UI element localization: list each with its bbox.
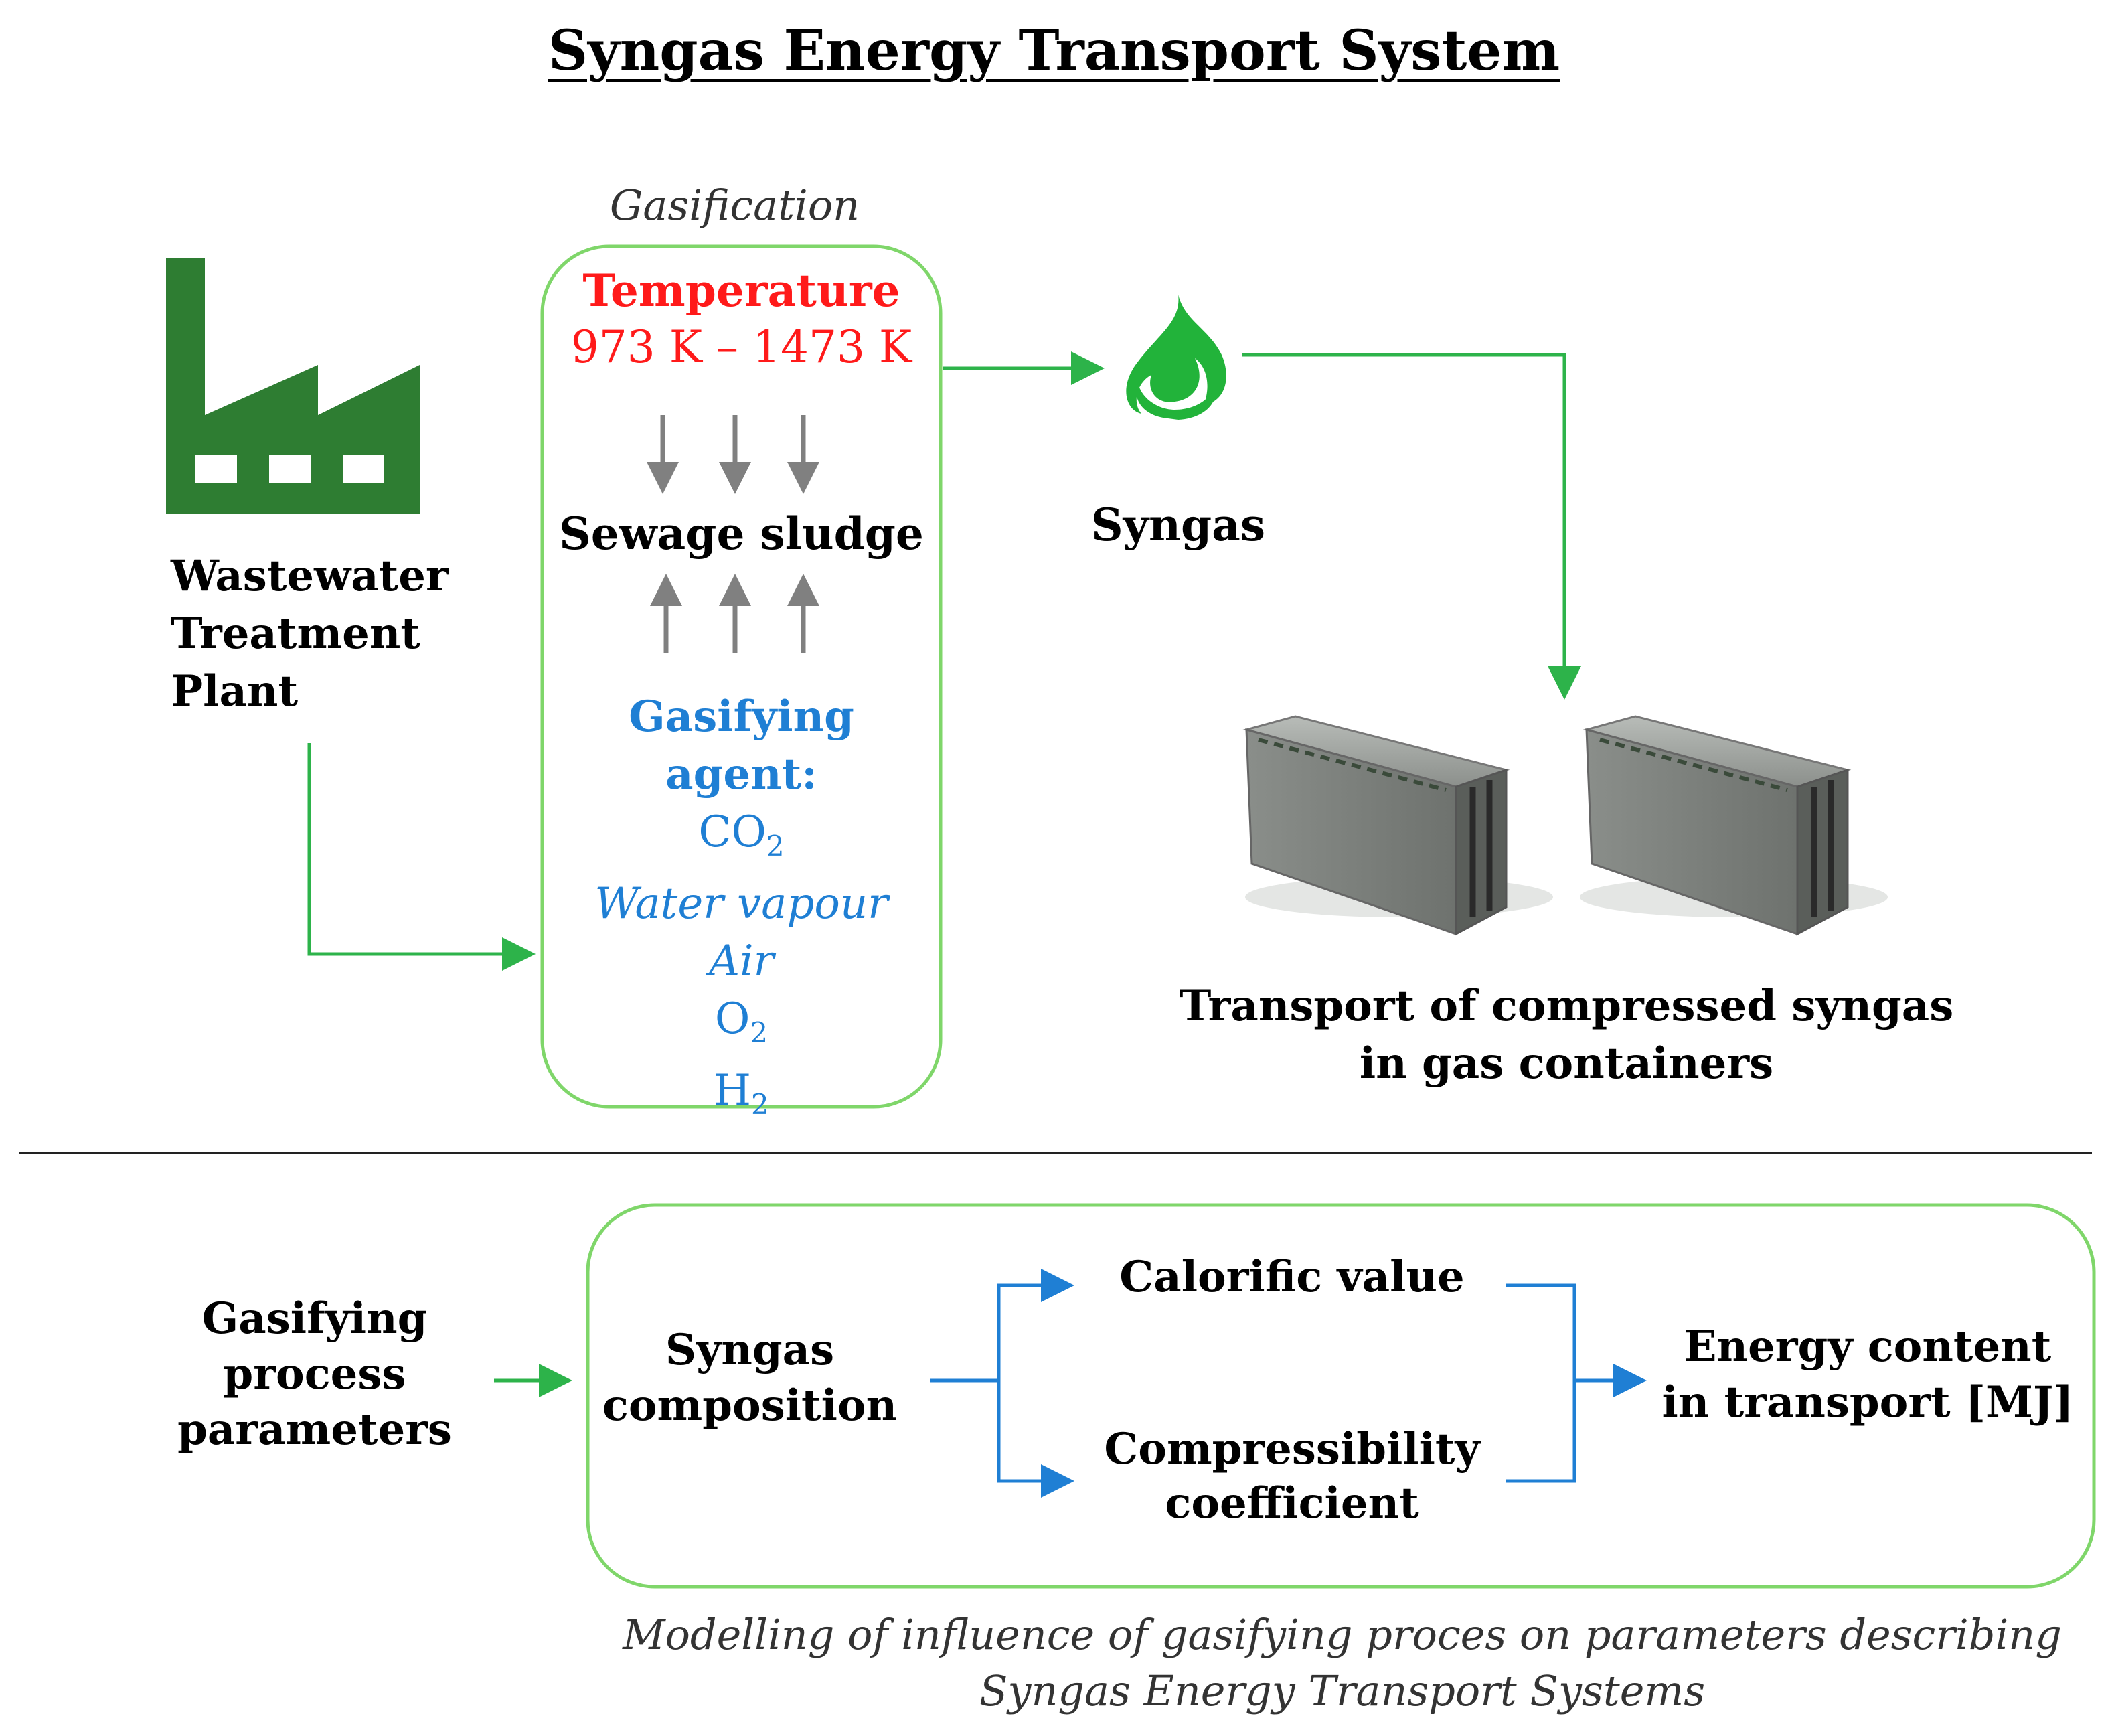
plant-label-line: Wastewater [171, 551, 449, 601]
composition-label: Syngas composition [589, 1322, 910, 1433]
agent-list: CO2 Water vapour Air O2 H2 [542, 803, 941, 1133]
syngas-to-transport-arrow [1242, 353, 1581, 700]
temperature-label: Temperature [582, 264, 900, 317]
compress-label: Compressibility coefficient [1071, 1423, 1513, 1530]
gas-container-icon [1242, 715, 1553, 936]
sludge-label: Sewage sludge [559, 507, 924, 560]
energy-label: Energy content in transport [MJ] [1647, 1319, 2089, 1430]
agent-item-o2: O2 [714, 994, 768, 1049]
plant-label-line: Plant [171, 665, 298, 716]
transport-label-line: in gas containers [1359, 1038, 1774, 1089]
params-label-line: process [223, 1349, 406, 1400]
agent-item-water-vapour: Water vapour [594, 878, 888, 929]
flame-icon [1126, 295, 1226, 420]
compress-label-line: coefficient [1165, 1478, 1419, 1528]
gas-container-icon [1580, 715, 1888, 936]
caption-line: Modelling of influence of gasifying proc… [623, 1610, 2062, 1659]
energy-label-line: in transport [MJ] [1661, 1377, 2074, 1428]
params-label-line: parameters [177, 1405, 452, 1455]
agent-item-co2: CO2 [698, 807, 785, 862]
composition-label-line: Syngas [665, 1325, 835, 1375]
calorific-join-line [1506, 1283, 1576, 1483]
caption: Modelling of influence of gasifying proc… [589, 1607, 2095, 1719]
plant-to-gasifier-arrow [307, 743, 536, 971]
to-compress-arrow [997, 1380, 1074, 1498]
caption-line: Syngas Energy Transport Systems [979, 1666, 1706, 1715]
page-title: Syngas Energy Transport System [548, 19, 1560, 83]
agent-item-air: Air [708, 936, 775, 986]
compress-label-line: Compressibility [1104, 1424, 1480, 1474]
syngas-label: Syngas [1090, 499, 1266, 551]
agent-arrows [650, 574, 819, 653]
factory-icon [166, 258, 420, 514]
params-label-line: Gasifying [201, 1293, 428, 1344]
params-label: Gasifying process parameters [147, 1291, 482, 1458]
temperature-range: 973 K – 1473 K [570, 321, 912, 373]
gasification-box [540, 244, 943, 1109]
agent-title: Gasifying agent: [542, 688, 941, 803]
agent-title-line: Gasifying [629, 692, 854, 742]
transport-label: Transport of compressed syngas in gas co… [1165, 977, 1968, 1093]
transport-label-line: Transport of compressed syngas [1179, 981, 1954, 1031]
gasification-label: Gasification [609, 181, 860, 230]
heat-arrows [647, 415, 819, 494]
calorific-label: Calorific value [1119, 1252, 1465, 1302]
to-calorific-arrow [997, 1269, 1074, 1380]
agent-item-h2: H2 [714, 1065, 769, 1121]
plant-label-line: Treatment [171, 608, 420, 659]
agent-title-line: agent: [665, 748, 817, 799]
energy-label-line: Energy content [1684, 1322, 2052, 1372]
modelling-box [586, 1203, 2096, 1589]
plant-label: Wastewater Treatment Plant [171, 548, 449, 720]
composition-label-line: composition [602, 1380, 898, 1431]
